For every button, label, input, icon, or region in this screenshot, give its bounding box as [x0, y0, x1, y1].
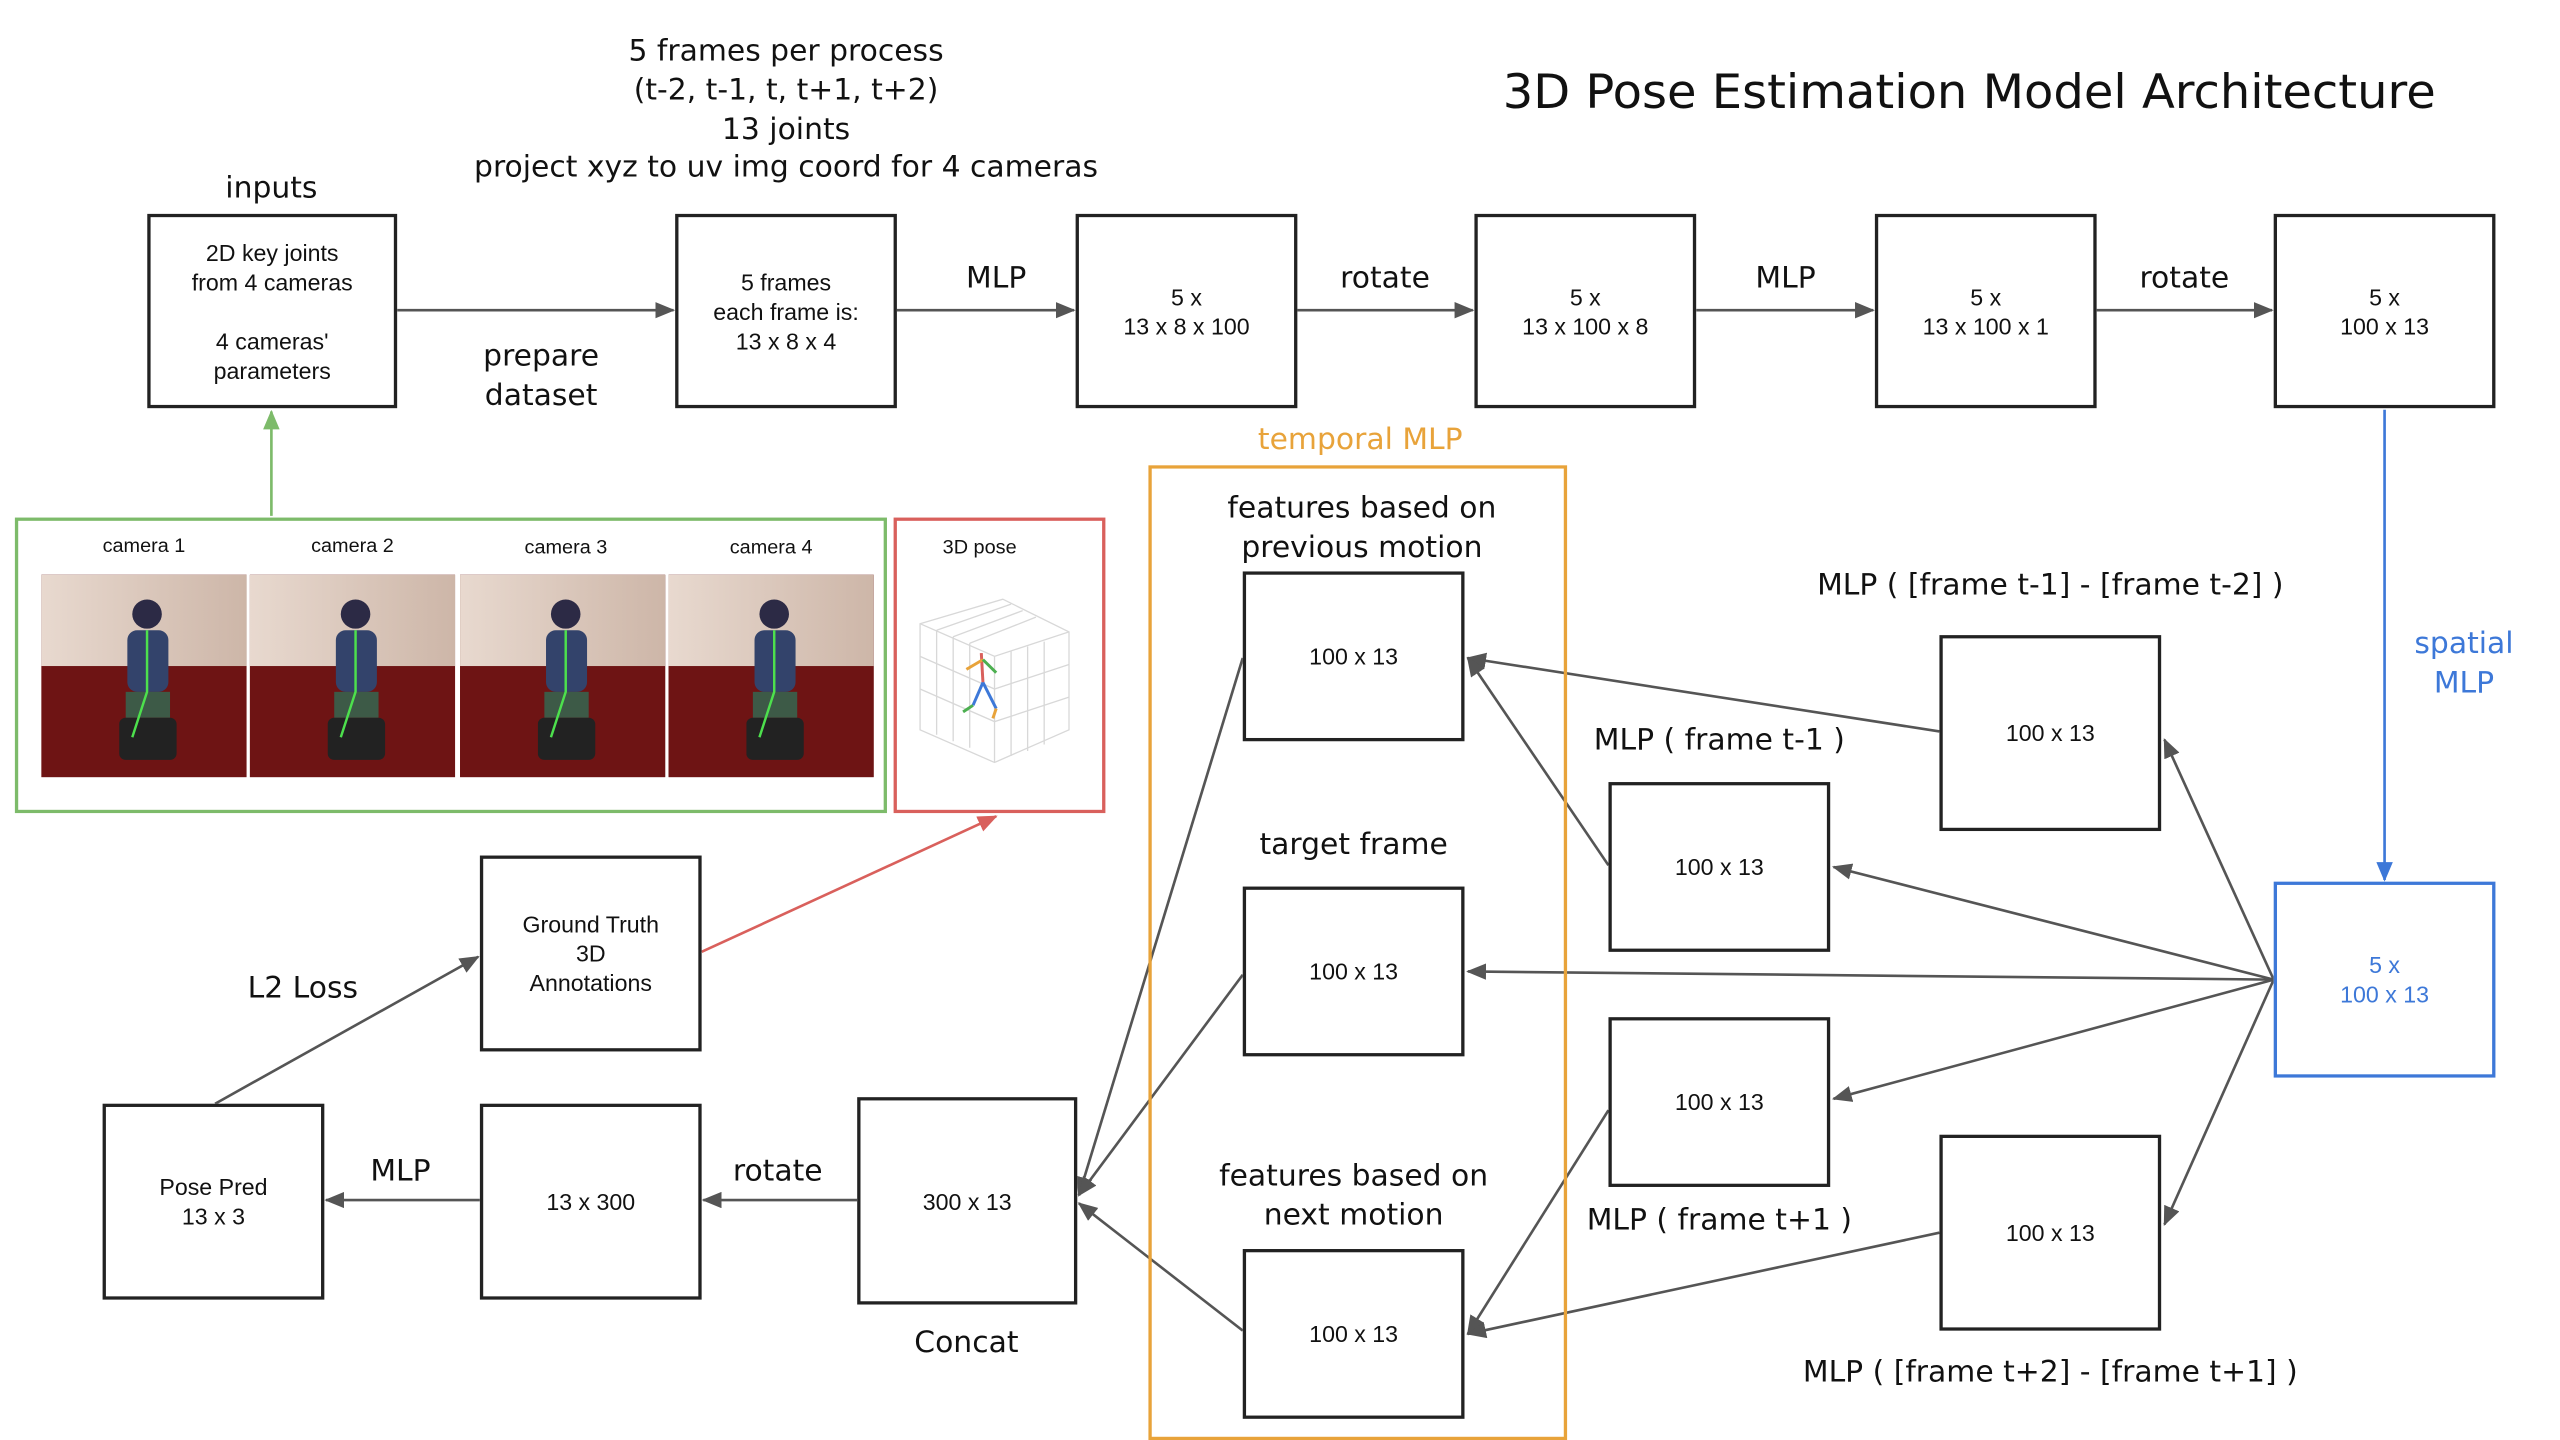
ground-truth-box: Ground Truth 3D Annotations	[479, 855, 702, 1052]
camera-1-image	[41, 574, 247, 778]
mlp-diff-prev-label: MLP ( [frame t-1] - [frame t-2] )	[1817, 568, 2284, 603]
camera-3-label: camera 3	[524, 535, 608, 559]
concat-label: Concat	[914, 1325, 1019, 1361]
rotate-label-3: rotate	[732, 1154, 823, 1189]
mlp-diff-next-label: MLP ( [frame t+2] - [frame t+1] )	[1802, 1355, 2298, 1390]
camera-2-image	[249, 574, 456, 778]
features-next-label: features based on next motion	[1219, 1159, 1489, 1233]
camera-4-image	[668, 574, 874, 778]
arrow-pred-to-gt	[214, 955, 480, 1105]
next-box: 100 x 13	[1608, 1017, 1831, 1187]
arrow-feat-prev-to-concat	[1076, 657, 1245, 1197]
spatial-box: 5 x 100 x 13	[2273, 881, 2496, 1078]
mlp-prev-label: MLP ( frame t-1 )	[1593, 723, 1845, 758]
feature-next-box: 100 x 13	[1242, 1249, 1465, 1419]
l2-loss-label: L2 Loss	[247, 971, 359, 1006]
diagram-title: 3D Pose Estimation Model Architecture	[1502, 63, 2436, 120]
arrow-spatial-to-prev	[1831, 863, 2275, 981]
header-note-line4: project xyz to uv img coord for 4 camera…	[474, 150, 1099, 185]
rotate-label-2: rotate	[2139, 261, 2230, 296]
camera-2-label: camera 2	[311, 533, 394, 557]
stage1-box: 5 x 13 x 8 x 100	[1075, 213, 1298, 409]
header-note-line2: (t-2, t-1, t, t+1, t+2)	[633, 73, 939, 108]
arrow-spatial-to-diff-prev	[2163, 738, 2275, 981]
diff-prev-box: 100 x 13	[1939, 635, 2162, 832]
camera-panel	[14, 517, 887, 814]
camera-1-label: camera 1	[102, 533, 186, 557]
arrow-prev-to-feat-prev	[1466, 656, 1610, 867]
mlp-label-3: MLP	[370, 1154, 431, 1189]
arrow-diff-next-to-feat-next	[1466, 1231, 1940, 1339]
rotated-box: 13 x 300	[479, 1103, 702, 1300]
diff-next-box: 100 x 13	[1939, 1134, 2162, 1331]
header-note-line3: 13 joints	[721, 112, 851, 147]
pose3d-panel	[893, 517, 1106, 814]
stage2-box: 5 x 13 x 100 x 8	[1474, 213, 1697, 409]
spatial-mlp-label: spatial MLP	[2414, 626, 2514, 701]
feature-target-box: 100 x 13	[1242, 886, 1465, 1057]
inputs-box: 2D key joints from 4 cameras 4 cameras' …	[147, 213, 398, 409]
prev-box: 100 x 13	[1608, 782, 1831, 952]
arrow-diff-prev-to-feat-prev	[1466, 652, 1940, 733]
stage4-box: 5 x 100 x 13	[2273, 213, 2496, 409]
arrow-spatial-to-diff-next	[2163, 979, 2275, 1227]
mlp-label-2: MLP	[1755, 261, 1816, 296]
rotate-label-1: rotate	[1340, 261, 1430, 296]
frames-box: 5 frames each frame is: 13 x 8 x 4	[675, 213, 897, 409]
arrow-feat-next-to-concat	[1077, 1202, 1244, 1332]
pose3d-label: 3D pose	[942, 535, 1017, 559]
stage3-box: 5 x 13 x 100 x 1	[1874, 213, 2097, 409]
inputs-label: inputs	[225, 171, 318, 206]
mlp-next-label: MLP ( frame t+1 )	[1586, 1203, 1852, 1238]
pose3d-plot-image	[919, 598, 1070, 764]
arrow-spatial-to-next	[1831, 978, 2275, 1102]
arrow-next-to-feat-next	[1466, 1109, 1610, 1336]
features-prev-label: features based on previous motion	[1227, 491, 1497, 565]
feature-prev-box: 100 x 13	[1242, 571, 1465, 742]
mlp-label-1: MLP	[966, 261, 1027, 296]
header-note-line1: 5 frames per process	[628, 34, 944, 69]
concat-box: 300 x 13	[857, 1097, 1078, 1305]
arrow-target-to-concat	[1077, 973, 1244, 1197]
temporal-mlp-group	[1148, 465, 1568, 1440]
target-frame-label: target frame	[1259, 827, 1448, 863]
arrow-gt-to-3dpose	[701, 815, 998, 954]
prepare-dataset-label: prepare dataset	[483, 339, 600, 414]
temporal-mlp-label: temporal MLP	[1257, 422, 1463, 458]
camera-4-label: camera 4	[729, 535, 813, 559]
arrow-spatial-to-target	[1466, 963, 2274, 981]
pose-pred-box: Pose Pred 13 x 3	[102, 1103, 325, 1300]
camera-3-image	[460, 574, 666, 778]
